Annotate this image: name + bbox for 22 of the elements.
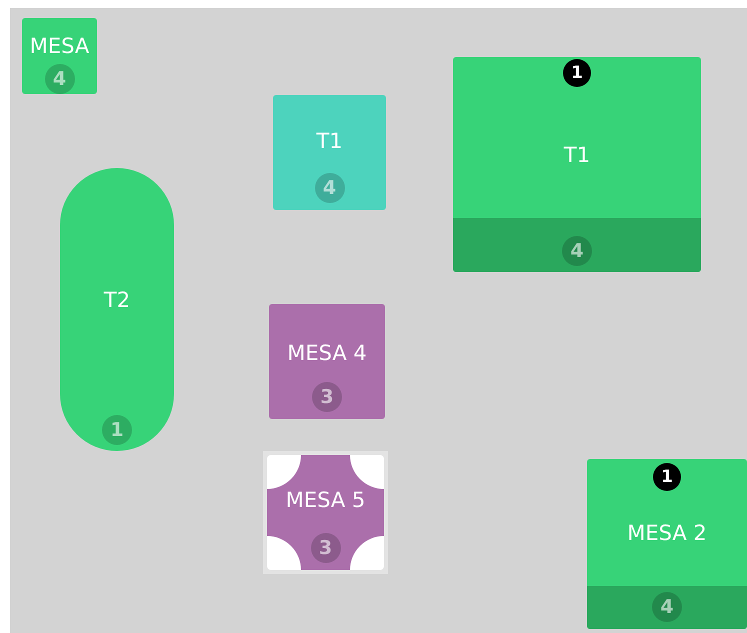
- notification-badge: 1: [563, 59, 591, 87]
- seat-count-badge: 1: [102, 415, 132, 445]
- seat-count-badge: 3: [312, 382, 342, 412]
- table-name: MESA 4: [286, 341, 368, 365]
- seat-count-badge: 4: [44, 64, 74, 94]
- table: [453, 57, 701, 272]
- table-name: T2: [102, 288, 132, 312]
- seat-count-badge: 3: [310, 533, 340, 563]
- seat-count-badge: 4: [652, 592, 682, 622]
- seat-count-badge: 4: [562, 236, 592, 266]
- table-name: MESA 5: [284, 488, 366, 512]
- notification-badge: 1: [653, 463, 681, 491]
- seat-count-badge: 4: [314, 173, 344, 203]
- table: [22, 18, 97, 94]
- table: [587, 459, 747, 629]
- table: [273, 95, 386, 210]
- table: [269, 304, 385, 419]
- table-name: T1: [315, 129, 344, 153]
- table-name: T1: [562, 143, 592, 167]
- table-name: MESA: [28, 34, 90, 58]
- selected-table: [263, 451, 388, 574]
- table-name: MESA 2: [626, 521, 708, 545]
